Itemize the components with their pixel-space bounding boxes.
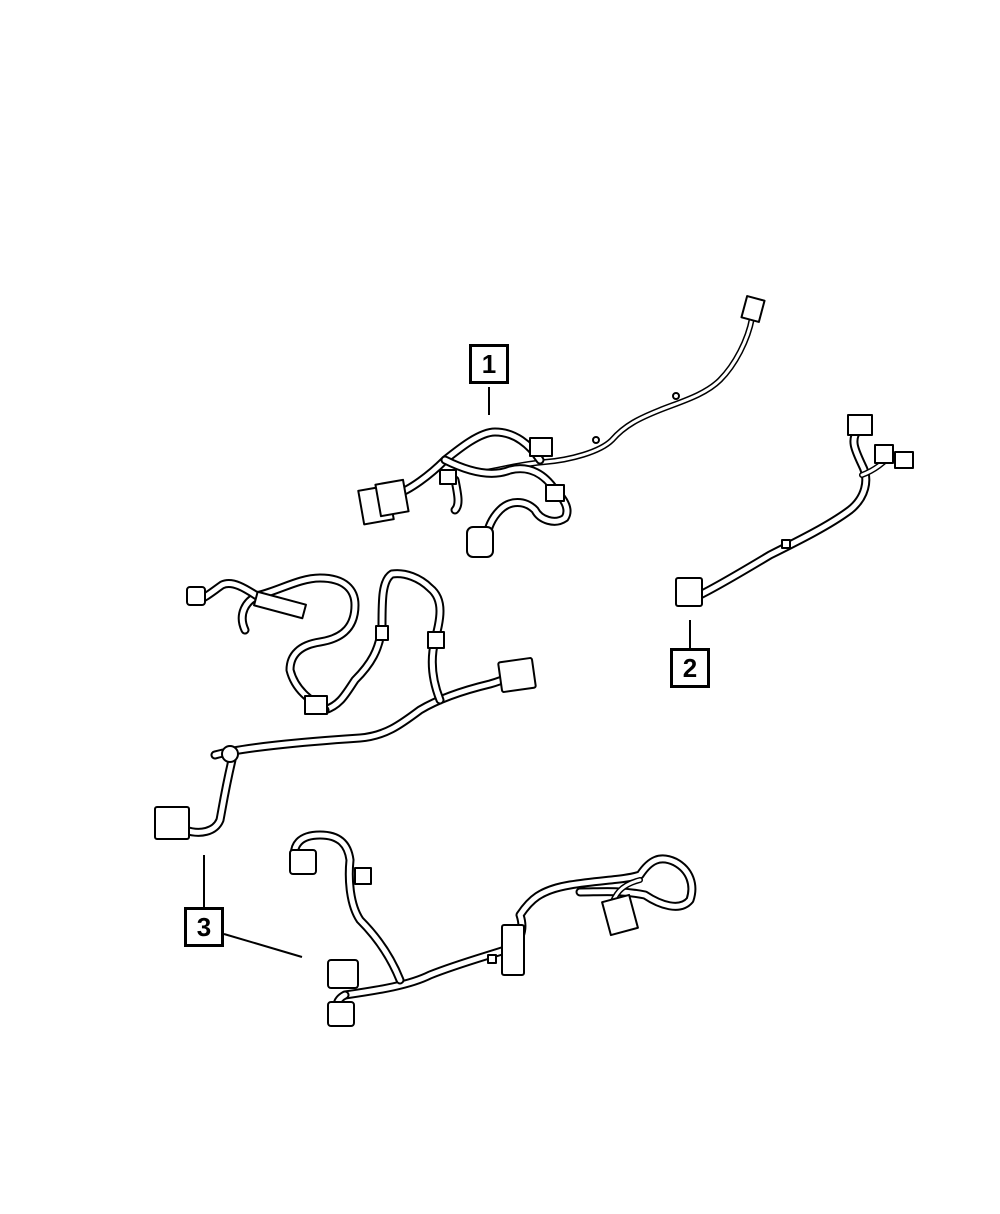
harness-2 xyxy=(675,414,914,607)
harness-left xyxy=(154,569,537,840)
leader-line-3b xyxy=(223,933,303,958)
callout-1: 1 xyxy=(469,344,509,384)
callout-2: 2 xyxy=(670,648,710,688)
harness-1 xyxy=(357,295,766,558)
harness-3 xyxy=(289,830,697,1027)
callout-3: 3 xyxy=(184,907,224,947)
